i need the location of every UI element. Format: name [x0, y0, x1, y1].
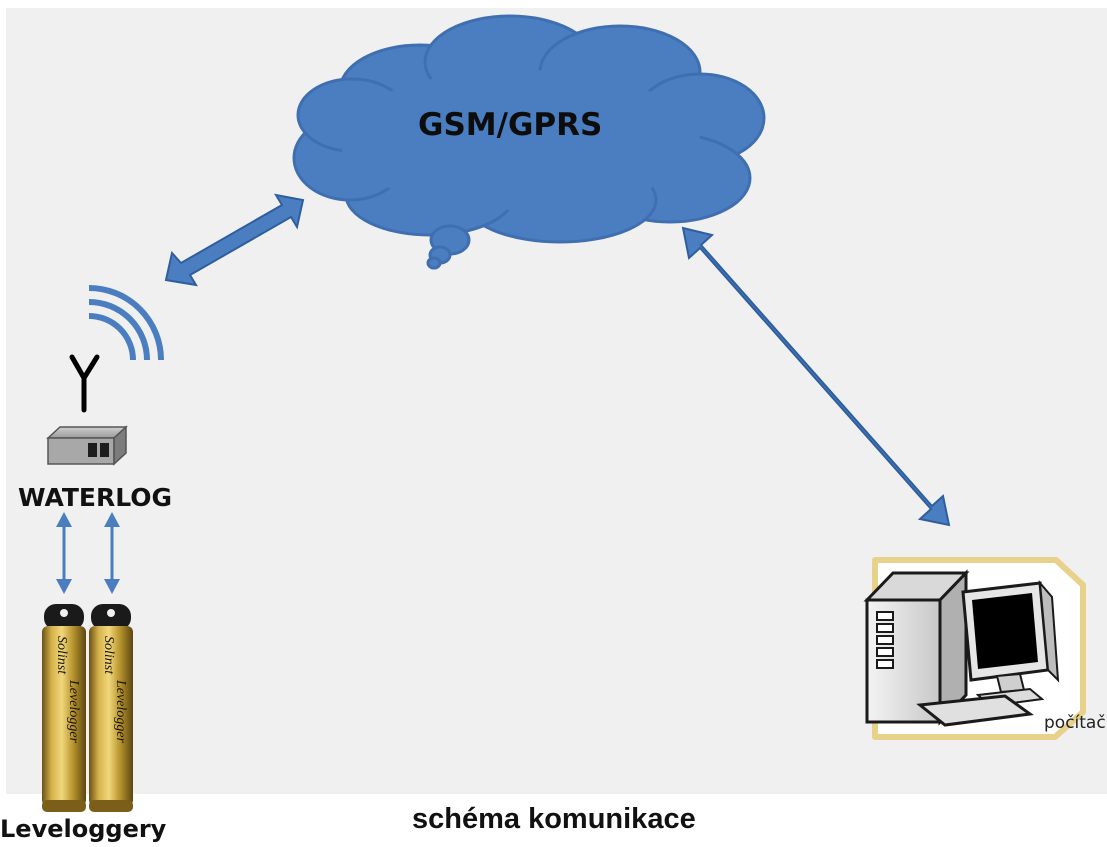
waterlog-modem-icon	[46, 425, 128, 466]
gsm-gprs-label: GSM/GPRS	[418, 107, 603, 143]
levelogger-1	[42, 604, 86, 812]
computer-label: počítač	[1044, 713, 1106, 733]
antenna-icon	[69, 354, 100, 413]
gsm-cloud	[292, 14, 766, 270]
levelogger-2-brand: Solinst	[101, 636, 116, 675]
waterlog-label: WATERLOG	[18, 483, 173, 512]
diagram-caption: schéma komunikace	[412, 803, 696, 835]
levelogger-2-model: Levelogger	[113, 679, 128, 744]
arrows-modem-loggers	[56, 512, 120, 594]
arrow-station-cloud	[164, 193, 305, 287]
computer-icon	[863, 557, 1086, 740]
radio-waves-icon	[88, 285, 164, 361]
levelogger-1-model: Levelogger	[66, 679, 81, 744]
levelogger-2	[89, 604, 133, 812]
leveloggers-label: Leveloggery	[0, 815, 167, 843]
levelogger-1-brand: Solinst	[54, 636, 69, 675]
arrow-cloud-computer	[681, 226, 951, 527]
